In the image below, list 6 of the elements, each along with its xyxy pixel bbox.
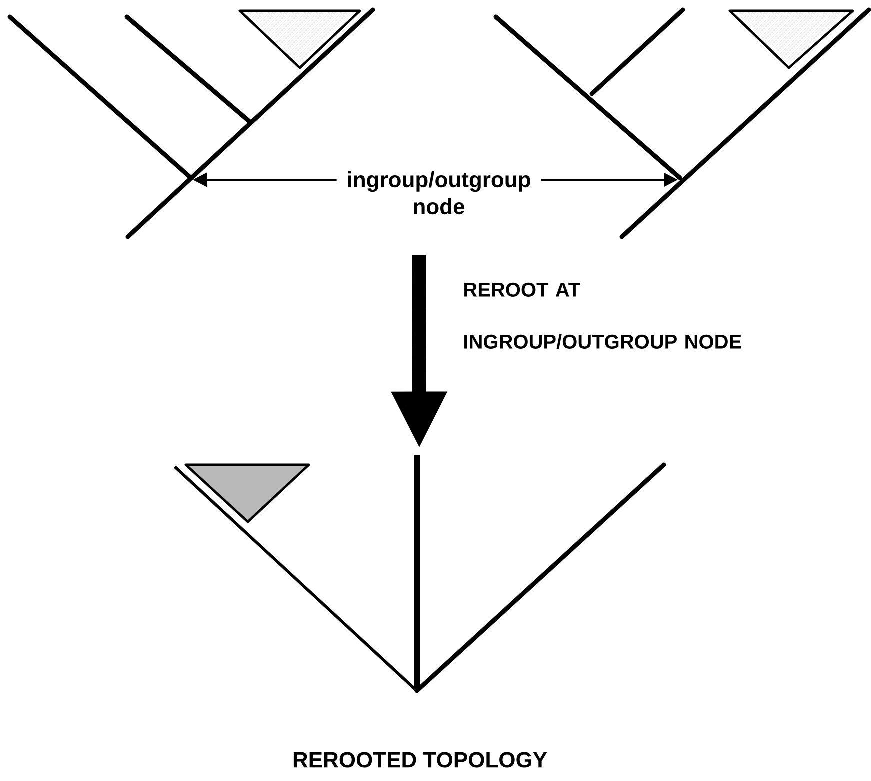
tree-drawing — [238, 10, 362, 70]
node-label: ingroup/outgroup node — [348, 171, 530, 215]
edge-label: REROOT AT INGROUP/OUTGROUP NODE — [464, 282, 742, 350]
node-label: REROOTED TOPOLOGY — [294, 752, 548, 768]
tree-drawing — [174, 455, 666, 694]
tree-drawing — [728, 10, 854, 70]
